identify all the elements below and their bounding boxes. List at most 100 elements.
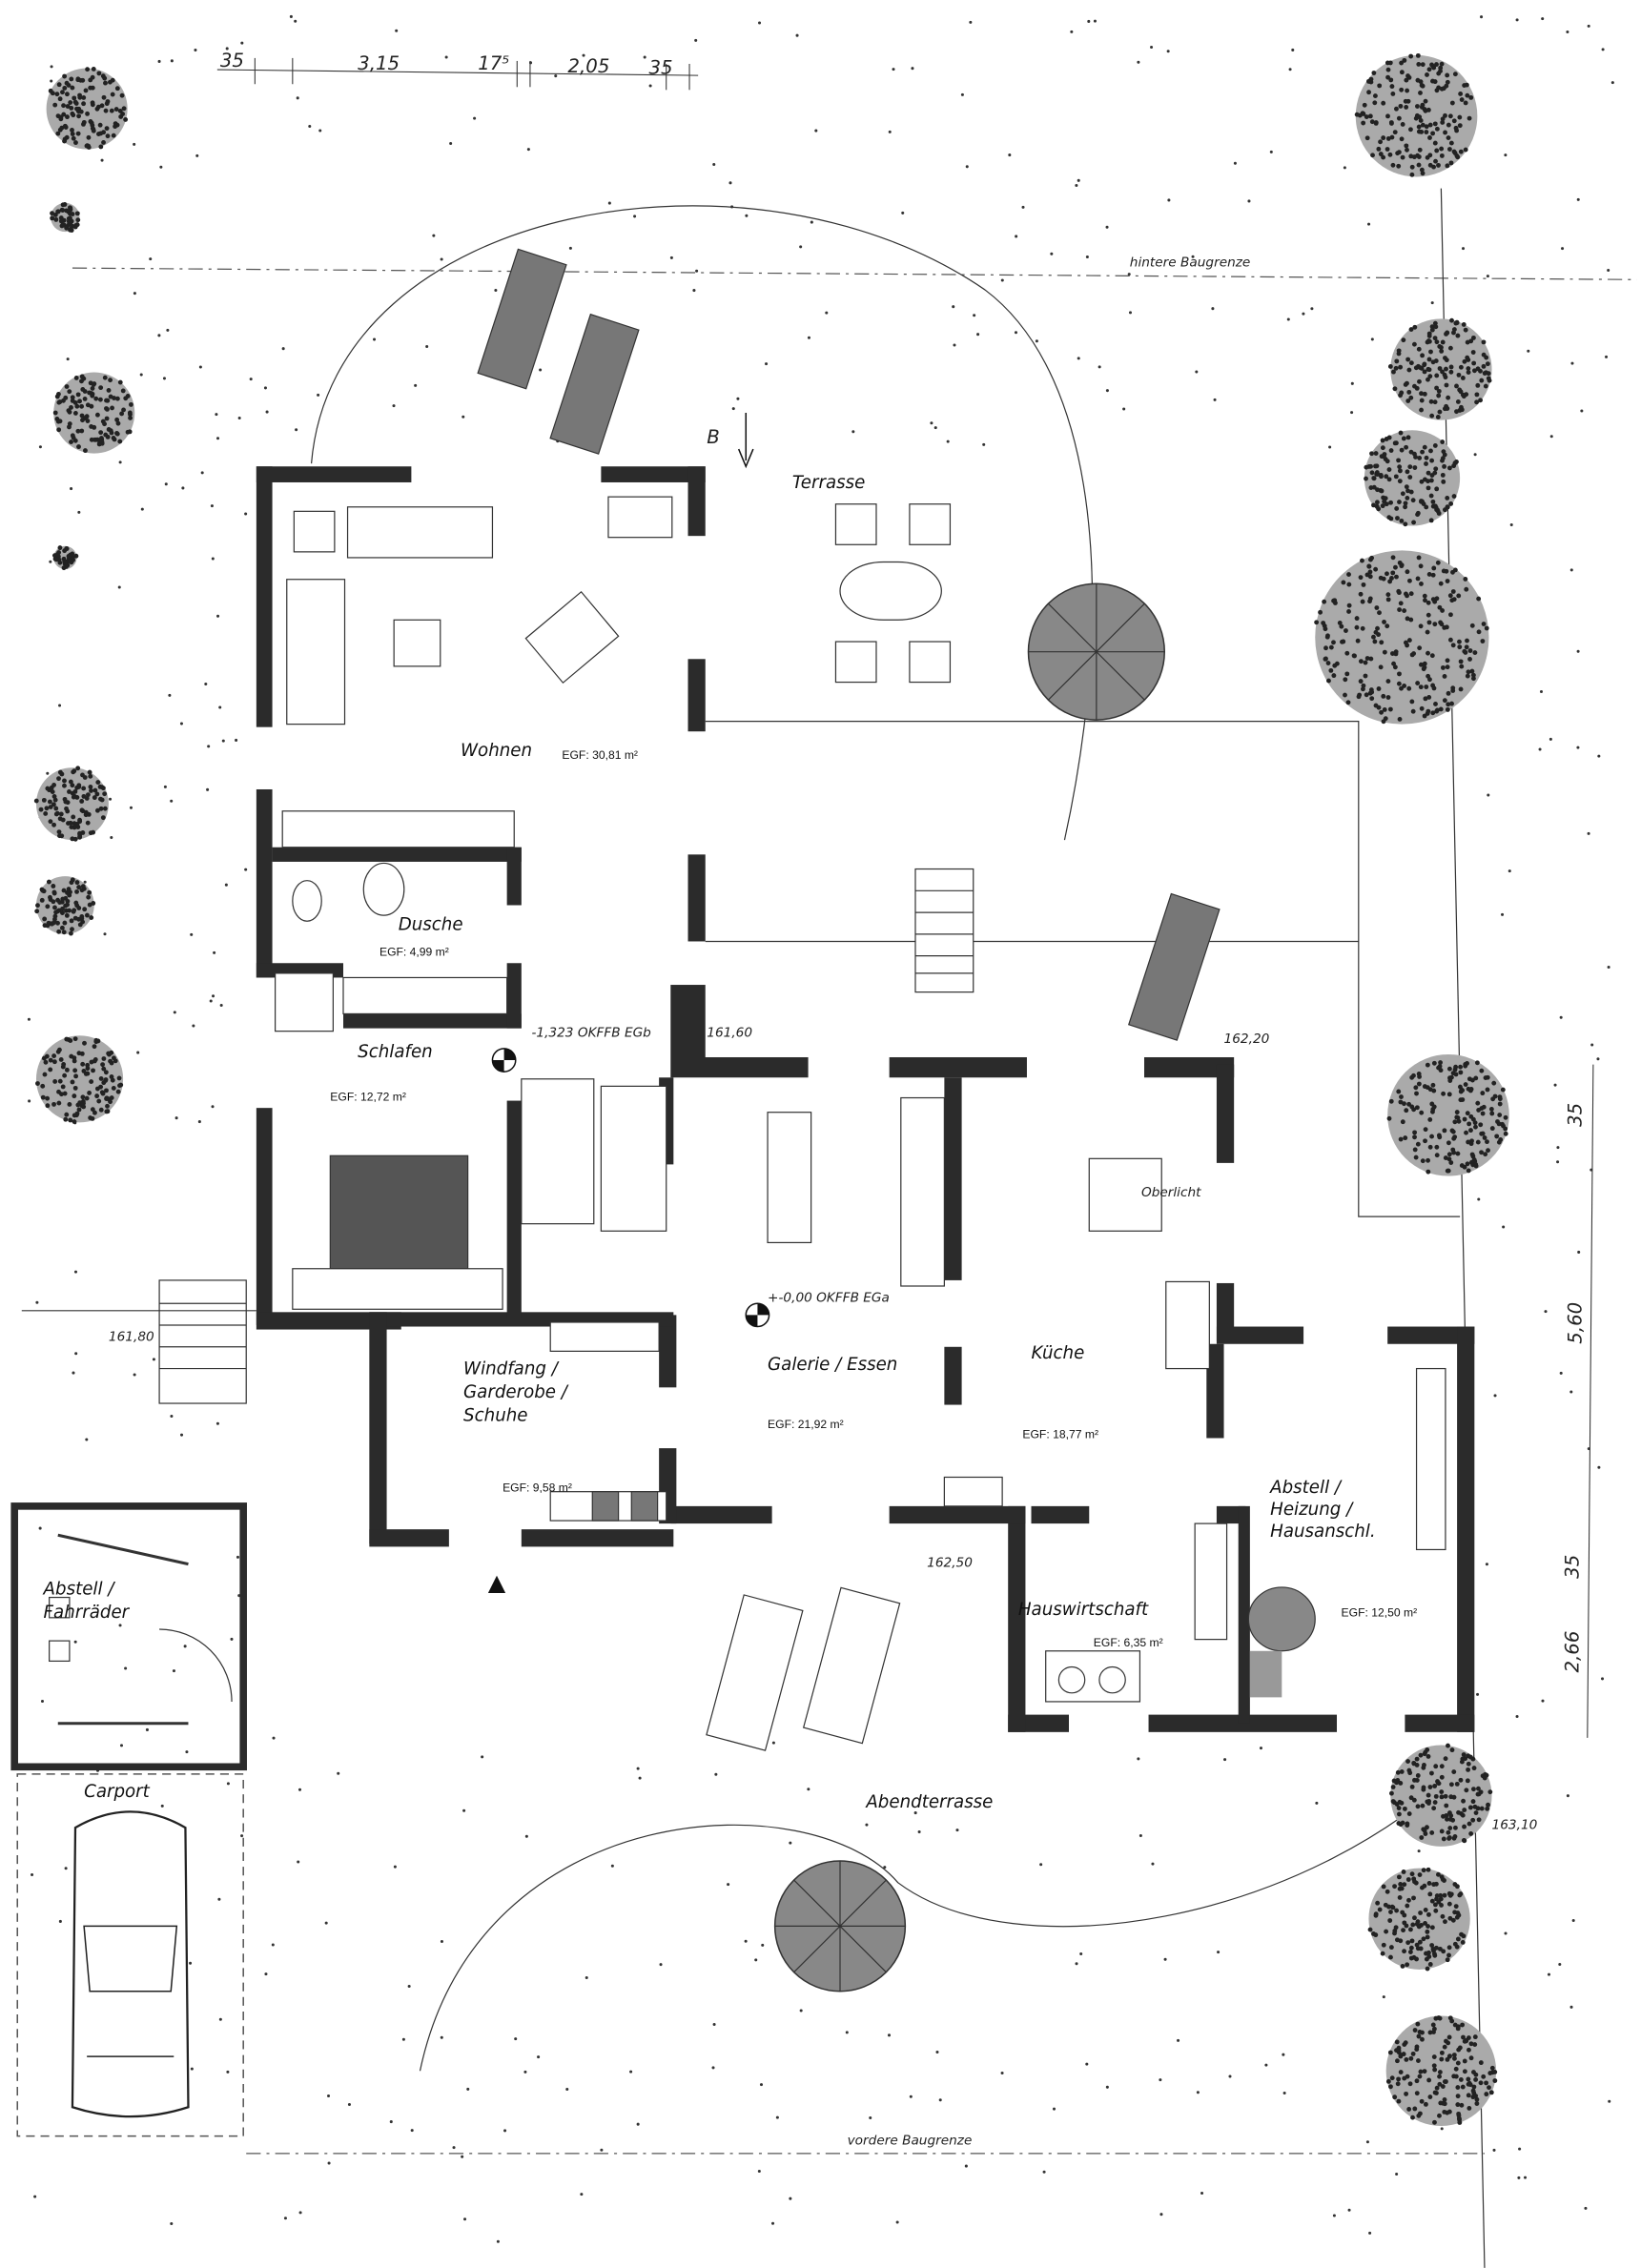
ground-dot — [1559, 1015, 1563, 1019]
ground-dot — [1382, 1995, 1385, 1999]
ground-dot — [217, 1897, 221, 1901]
ground-dots — [27, 14, 1614, 2243]
ground-dot — [1569, 1390, 1573, 1394]
ground-dot — [1538, 747, 1542, 751]
ground-dot — [1177, 2038, 1180, 2042]
ground-dot — [140, 507, 144, 511]
ground-dot — [1524, 2176, 1528, 2179]
ground-dot — [337, 1771, 340, 1775]
ground-dot — [38, 445, 42, 449]
ground-dot — [1576, 197, 1580, 201]
ground-dot — [692, 289, 696, 293]
ground-dot — [1504, 153, 1508, 157]
ground-dot — [610, 1864, 614, 1868]
top-dimension-chain: 35 3,15 17⁵ 2,05 35 — [216, 50, 699, 91]
ground-dot — [1571, 1918, 1575, 1922]
ground-dot — [1050, 252, 1054, 255]
ground-dot — [895, 2220, 899, 2224]
ground-dot — [49, 560, 52, 563]
ground-dot — [771, 2221, 775, 2225]
tree-icon — [1389, 1743, 1493, 1847]
ground-dot — [207, 745, 211, 748]
ground-dot — [1087, 19, 1091, 23]
ground-dot — [554, 74, 558, 78]
bike-shed-label-1: Abstell / — [43, 1580, 116, 1600]
ground-dot — [1486, 275, 1489, 278]
ground-dot — [1587, 24, 1590, 28]
ground-dot — [695, 269, 699, 273]
skylight-label: Oberlicht — [1141, 1185, 1201, 1200]
ground-dot — [389, 2120, 393, 2124]
ground-dot — [324, 1921, 328, 1925]
ground-dot — [1570, 361, 1574, 365]
level-ega-label: +-0,00 OKFFB EGa — [768, 1291, 890, 1306]
ground-dot — [237, 416, 241, 420]
ground-dot — [183, 1645, 187, 1648]
tree-icon — [1367, 1867, 1470, 1972]
ground-dot — [185, 1750, 189, 1754]
ground-dot — [271, 1943, 275, 1947]
ground-dot — [1541, 1699, 1545, 1703]
ground-dot — [440, 2035, 443, 2039]
ground-dot — [1600, 1677, 1605, 1681]
ground-dot — [244, 868, 248, 871]
ground-dot — [145, 1727, 149, 1731]
ground-dot — [1310, 307, 1314, 311]
ground-dot — [318, 129, 322, 133]
ground-dot — [1580, 409, 1584, 413]
ground-dot — [524, 1834, 528, 1838]
ground-dot — [1137, 60, 1140, 64]
section-arrow-icon — [737, 413, 754, 469]
ground-dot — [539, 368, 543, 372]
evening-terrace-arc — [419, 1759, 1471, 2072]
ground-dot — [297, 1860, 300, 1864]
ground-dot — [712, 2022, 716, 2027]
ground-dot — [946, 439, 950, 443]
ground-dot — [461, 2155, 464, 2158]
ground-dot — [1008, 153, 1012, 157]
ground-dot — [1368, 2231, 1372, 2235]
ground-dot — [226, 1782, 230, 1786]
ground-dot — [568, 246, 572, 250]
ground-dot — [580, 2193, 584, 2196]
ground-dot — [909, 2094, 913, 2098]
ground-dot — [296, 96, 299, 100]
ground-dot — [432, 234, 436, 237]
room-area-windfang: EGF: 9,58 m² — [503, 1481, 572, 1495]
right-dimension-chain: 35 5,60 35 2,66 — [1562, 1064, 1594, 1738]
ground-dot — [28, 1099, 31, 1103]
ground-dot — [1070, 30, 1074, 33]
ground-dot — [462, 1808, 466, 1812]
ground-dot — [1576, 649, 1580, 653]
ground-dot — [66, 358, 70, 361]
ground-dot — [1605, 355, 1609, 358]
height-162-20: 162,20 — [1224, 1032, 1270, 1047]
ground-dot — [77, 510, 81, 514]
ground-dot — [1584, 2206, 1588, 2210]
ground-dot — [807, 336, 810, 339]
room-name-abstell-3: Hausanschl. — [1270, 1522, 1376, 1542]
ground-dot — [197, 1120, 201, 1124]
room-area-wohnen: EGF: 30,81 m² — [562, 748, 638, 762]
room-name-windfang-3: Schuhe — [463, 1405, 527, 1425]
ground-dot — [265, 410, 269, 414]
ground-dot — [1200, 2191, 1204, 2195]
ground-dot — [887, 2033, 892, 2037]
ground-dot — [38, 1526, 42, 1530]
ground-dot — [1039, 1863, 1043, 1867]
ground-dot — [1517, 2176, 1521, 2179]
tree-icon — [34, 876, 96, 936]
ground-dot — [444, 55, 448, 59]
ground-dot — [1223, 1758, 1227, 1762]
ground-dot — [1159, 2078, 1162, 2082]
ground-dot — [869, 2115, 872, 2119]
ground-dot — [50, 79, 53, 83]
tree-icon — [1314, 550, 1489, 725]
ground-dot — [1075, 1962, 1078, 1966]
ground-dot — [393, 1865, 397, 1869]
ground-dot — [1228, 2074, 1232, 2078]
ground-dot — [317, 393, 320, 397]
ground-dot — [982, 442, 986, 446]
room-name-windfang-2: Garderobe / — [463, 1382, 569, 1402]
parasols — [773, 582, 1166, 1992]
